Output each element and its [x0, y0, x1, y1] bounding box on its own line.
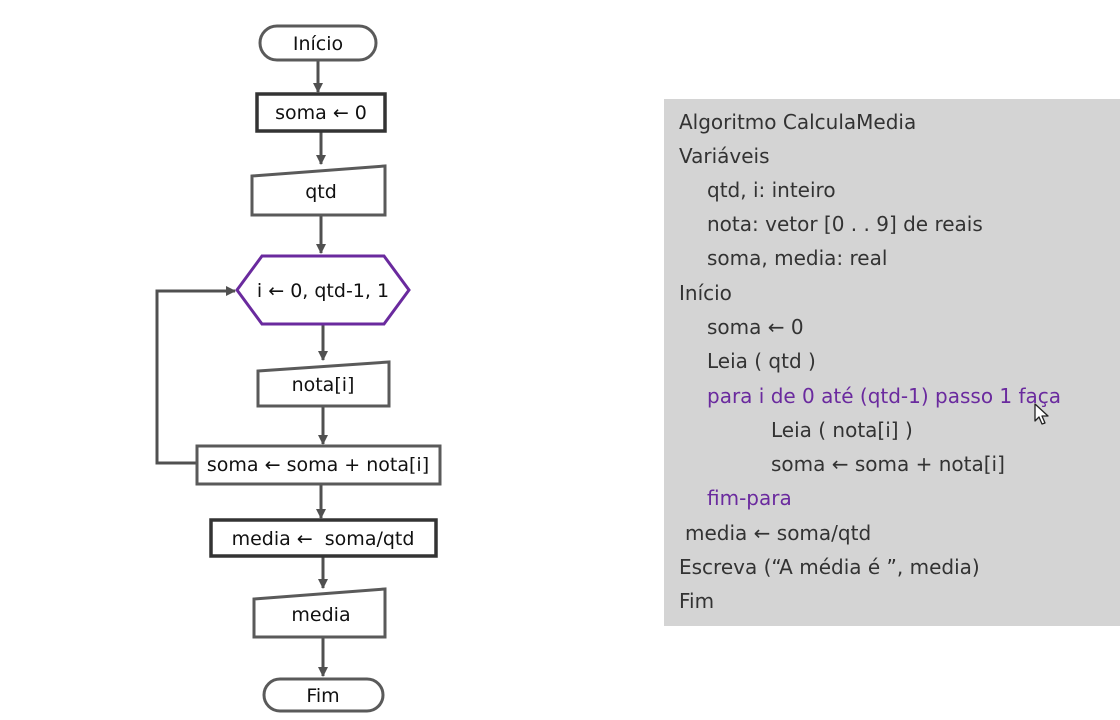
code-line-inicio: Início — [679, 281, 732, 305]
code-line-fim: Fim — [679, 589, 715, 613]
accumulate-label: soma ← soma + nota[i] — [207, 454, 429, 476]
flowchart: Início soma ← 0 qtd i ← 0, qtd-1, 1 nota… — [155, 24, 442, 713]
code-line-write: Escreva (“A média é ”, media) — [679, 555, 980, 579]
compute-media-label: media ← soma/qtd — [232, 528, 415, 550]
code-line-variables: Variáveis — [679, 144, 770, 168]
start-label: Início — [293, 33, 343, 55]
code-line-media: media ← soma/qtd — [685, 521, 872, 545]
end-label: Fim — [306, 685, 339, 707]
code-line-algorithm: Algoritmo CalculaMedia — [679, 110, 917, 134]
init-soma-box — [255, 92, 387, 133]
arrow-loop-back — [155, 286, 236, 465]
code-line-decl-qtd: qtd, i: inteiro — [707, 178, 836, 202]
read-nota-label: nota[i] — [292, 374, 355, 396]
output-media-input — [252, 587, 387, 639]
code-line-end-for: fim-para — [707, 486, 792, 510]
compute-media-box — [209, 518, 438, 558]
code-line-read-nota: Leia ( nota[i] ) — [771, 418, 913, 442]
accumulate-box — [195, 444, 442, 486]
loop-hexagon — [235, 254, 411, 326]
code-line-accumulate: soma ← soma + nota[i] — [771, 452, 1005, 476]
code-line-decl-nota: nota: vetor [0 . . 9] de reais — [707, 212, 983, 236]
code-line-read-qtd: Leia ( qtd ) — [707, 349, 816, 373]
code-line-for: para i de 0 até (qtd-1) passo 1 faça — [707, 384, 1062, 408]
read-qtd-input — [250, 164, 387, 217]
read-nota-input — [256, 360, 391, 408]
code-line-decl-soma: soma, media: real — [707, 246, 888, 270]
init-soma-label: soma ← 0 — [275, 102, 367, 124]
read-qtd-label: qtd — [305, 181, 337, 203]
mouse-pointer-icon — [1034, 403, 1049, 425]
end-terminal — [262, 677, 385, 713]
start-terminal — [258, 24, 378, 62]
pseudocode-panel: Algoritmo CalculaMedia Variáveis qtd, i:… — [664, 99, 1120, 626]
flow-connectors — [155, 60, 328, 677]
loop-label: i ← 0, qtd-1, 1 — [257, 280, 389, 302]
code-line-soma-init: soma ← 0 — [707, 315, 804, 339]
output-media-label: media — [291, 604, 350, 626]
